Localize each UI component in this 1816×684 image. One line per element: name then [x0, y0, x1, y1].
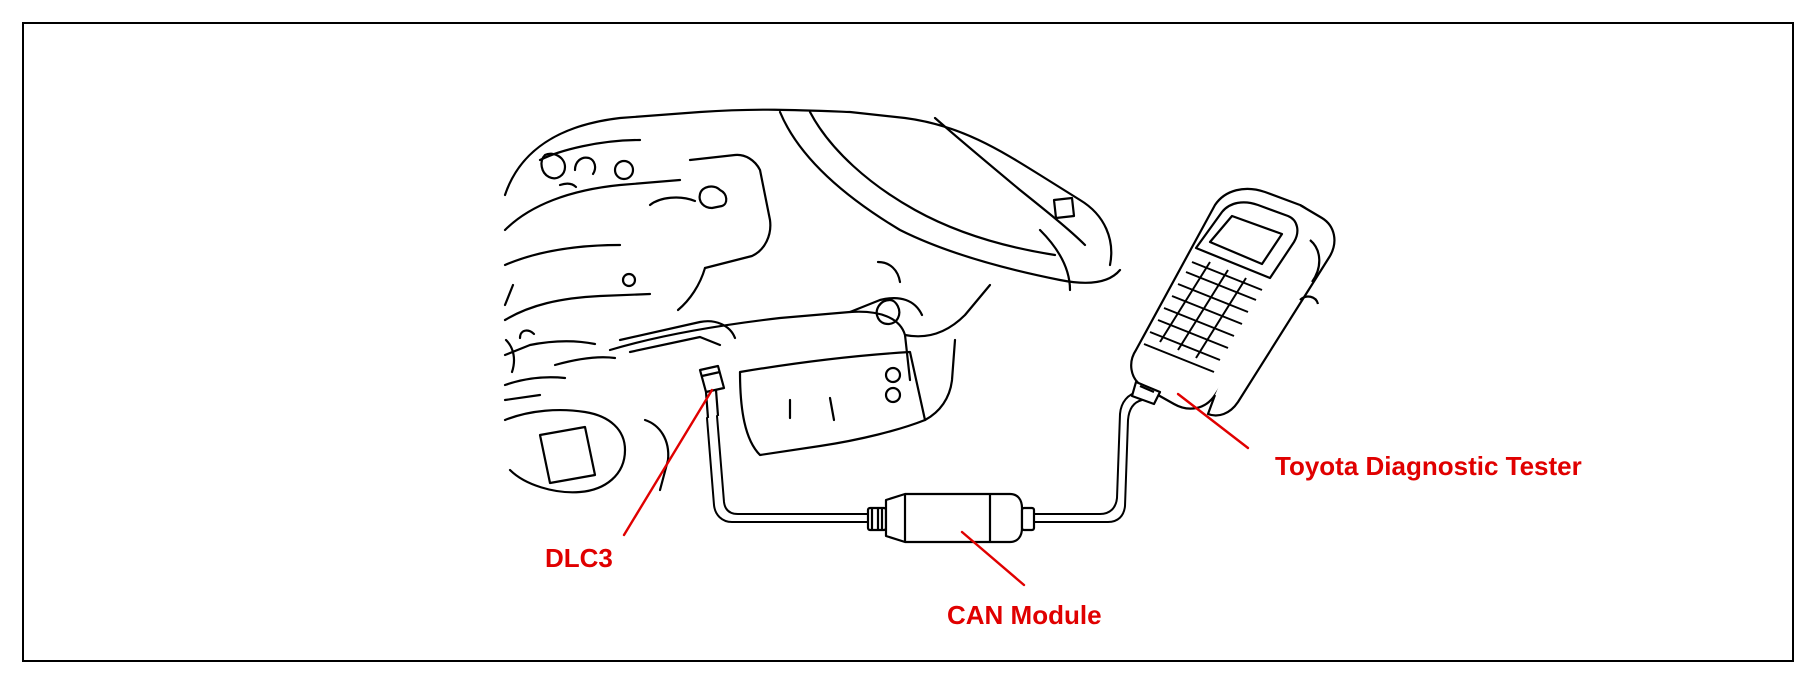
lower-left-trim: [503, 292, 652, 322]
dash-top-outline: [503, 108, 1113, 267]
dlc3-connector: [698, 364, 726, 419]
callout-leaders: [622, 388, 1250, 587]
tester-grip: [1206, 204, 1336, 417]
tester-screen: [1194, 201, 1299, 280]
leader-dlc3: [622, 388, 714, 537]
left-round-knob: [613, 159, 635, 181]
column-knob: [698, 185, 728, 210]
left-knob: [540, 152, 567, 180]
panel-screw: [884, 366, 902, 384]
dash-button: [1052, 196, 1076, 220]
diagnostic-tester-device: [1130, 187, 1336, 417]
steering-wheel-inner: [808, 110, 1057, 257]
left-lower-structure: [503, 408, 627, 494]
tester-keypad: [1143, 261, 1263, 373]
dash-upper-contour: [503, 178, 682, 232]
label-dlc3: DLC3: [545, 543, 613, 573]
tester-connector: [1130, 380, 1162, 406]
left-pedal-box: [538, 425, 597, 485]
vehicle-dash-illustration: [503, 108, 1122, 494]
under-dash-panel: [738, 350, 927, 457]
can-module-unit: [866, 492, 1036, 544]
leader-can-module: [960, 530, 1026, 587]
diagnostic-cable: [706, 391, 1143, 523]
steering-wheel-outer: [778, 110, 1122, 284]
panel-fastener: [875, 298, 901, 326]
label-can-module: CAN Module: [947, 600, 1102, 630]
hood-release: [618, 320, 737, 342]
leader-tester: [1176, 392, 1250, 450]
label-diagnostic-tester: Toyota Diagnostic Tester: [1275, 451, 1582, 481]
diagram-frame: [22, 22, 1794, 662]
